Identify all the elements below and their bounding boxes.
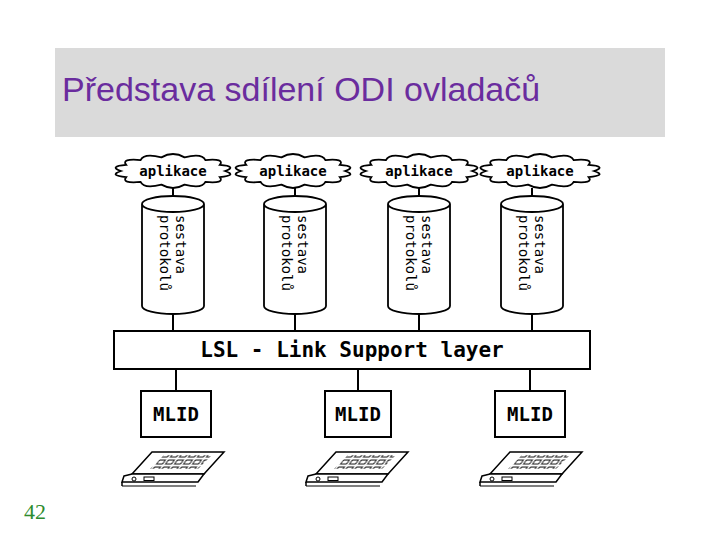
- protocol-stack-cylinder: sestava protokolů: [141, 196, 205, 314]
- connector-line: [172, 314, 174, 330]
- outline-path: [236, 154, 351, 188]
- outline-path: [264, 196, 326, 314]
- outline-path: [388, 196, 450, 314]
- connector-line: [418, 314, 420, 330]
- connector-line: [529, 370, 531, 390]
- outline-path: [501, 196, 563, 314]
- connector-line: [418, 188, 420, 196]
- connector-line: [175, 370, 177, 390]
- connector-line: [357, 370, 359, 390]
- link-support-layer: LSL - Link Support layer: [113, 330, 591, 370]
- protocol-stack-label: sestava protokolů: [157, 215, 189, 307]
- protocol-stack-cylinder: sestava protokolů: [500, 196, 564, 314]
- connector-line: [531, 314, 533, 330]
- connector-line: [531, 188, 533, 196]
- connector-line: [294, 188, 296, 196]
- outline-path: [116, 154, 231, 188]
- application-cloud: aplikace: [118, 154, 228, 188]
- connector-line: [294, 314, 296, 330]
- protocol-stack-cylinder: sestava protokolů: [387, 196, 451, 314]
- mlid-box: MLID: [324, 390, 392, 438]
- outline-path: [361, 154, 478, 188]
- application-label: aplikace: [506, 163, 573, 179]
- network-card: [306, 452, 408, 486]
- outline-path: [480, 154, 599, 188]
- application-label: aplikace: [385, 163, 452, 179]
- layer-label: MLID: [507, 403, 553, 425]
- page-number: 42: [24, 499, 46, 525]
- application-label: aplikace: [259, 163, 326, 179]
- protocol-stack-label: sestava protokolů: [516, 215, 548, 307]
- protocol-stack-label: sestava protokolů: [279, 215, 311, 307]
- application-cloud: aplikace: [483, 154, 597, 188]
- application-cloud: aplikace: [238, 154, 348, 188]
- layer-label: LSL - Link Support layer: [200, 338, 503, 362]
- protocol-stack-label: sestava protokolů: [403, 215, 435, 307]
- layer-label: MLID: [335, 403, 381, 425]
- network-card: [480, 452, 582, 486]
- outline-path: [142, 196, 204, 314]
- slide-title: Představa sdílení ODI ovladačů: [62, 70, 540, 109]
- mlid-box: MLID: [494, 390, 566, 438]
- protocol-stack-cylinder: sestava protokolů: [263, 196, 327, 314]
- layer-label: MLID: [153, 403, 199, 425]
- application-cloud: aplikace: [363, 154, 475, 188]
- network-card: [122, 452, 224, 486]
- connector-line: [172, 188, 174, 196]
- mlid-box: MLID: [140, 390, 212, 438]
- application-label: aplikace: [139, 163, 206, 179]
